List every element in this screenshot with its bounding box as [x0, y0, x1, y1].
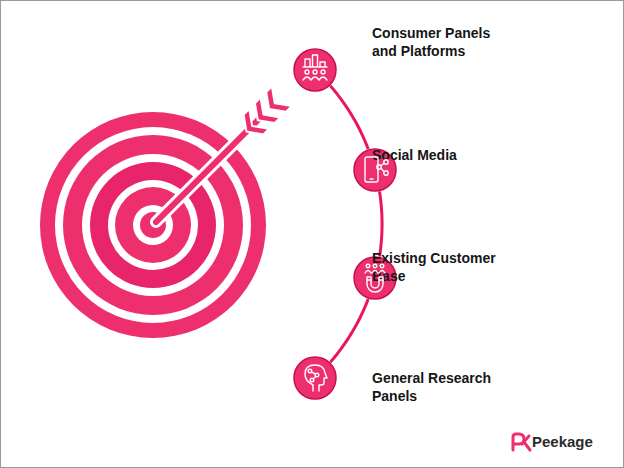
- node-label: Social Media: [372, 146, 512, 164]
- arc-connector: [330, 299, 368, 362]
- logo-mark: [513, 434, 530, 450]
- icon-circle-node: General Research Panels: [293, 356, 337, 400]
- node-label: General Research Panels: [372, 369, 512, 405]
- target-symbol: [40, 112, 266, 338]
- node-label: Existing Customer Base: [372, 249, 512, 285]
- research-icon: [305, 365, 327, 391]
- social-icon: [365, 157, 388, 182]
- icon-circle-node: Social Media: [353, 148, 397, 192]
- logo-wordmark: Peekage: [532, 433, 593, 450]
- panel-icon: [303, 55, 327, 80]
- customer-icon: [365, 264, 385, 292]
- arc-connector: [330, 86, 368, 149]
- node-label: Consumer Panels and Platforms: [372, 24, 512, 60]
- arc-connector: [380, 192, 383, 257]
- icon-circle-node: Consumer Panels and Platforms: [293, 48, 337, 92]
- node-circle: [294, 49, 336, 91]
- arrow-symbol: [146, 86, 292, 232]
- circle-outline: [293, 356, 337, 400]
- icon-circle-node: Existing Customer Base: [353, 256, 397, 300]
- node-circle: [294, 357, 336, 399]
- circle-outline: [293, 48, 337, 92]
